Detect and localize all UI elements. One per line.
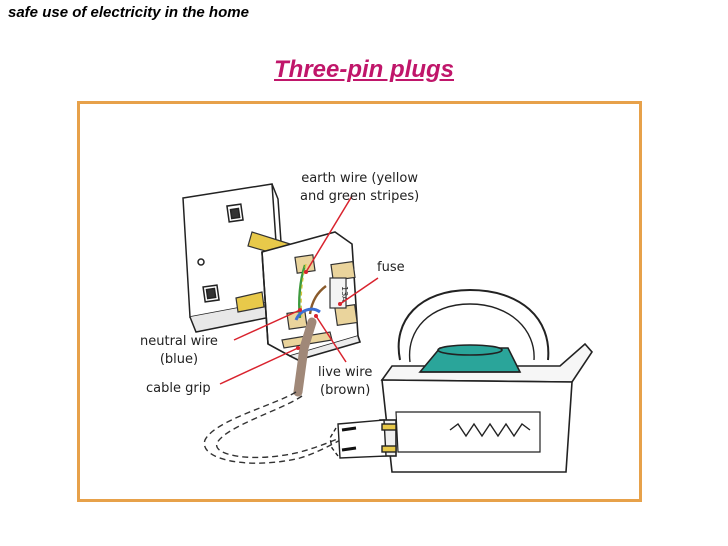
live-pointer — [315, 315, 347, 363]
pointer-lines — [219, 195, 379, 385]
diagram-frame — [77, 101, 642, 502]
neutral-wire-label-line2: (blue) — [159, 352, 199, 367]
internal-wires — [294, 263, 327, 321]
cable-grip-pointer — [219, 347, 299, 385]
neutral-wire-label-line1: neutral wire — [140, 334, 218, 349]
live-wire-label: live wire (brown) — [318, 364, 372, 400]
kettle-connector — [329, 419, 397, 459]
neutral-wire-label: neutral wire (blue) — [140, 333, 218, 369]
earth-wire-label-line1: earth wire (yellow — [301, 171, 418, 186]
fuse-rating: 13A — [340, 286, 349, 302]
cable-grip-label: cable grip — [146, 381, 211, 396]
live-wire-label-line1: live wire — [318, 365, 373, 380]
fuse-pointer — [339, 277, 379, 305]
cable — [203, 317, 359, 464]
fuse-label: fuse — [377, 260, 405, 275]
neutral-pointer — [233, 309, 301, 341]
fuse: 13A — [329, 277, 349, 309]
wall-socket — [182, 183, 288, 333]
page-header: safe use of electricity in the home — [8, 4, 249, 21]
earth-wire-label: earth wire (yellow and green stripes) — [300, 170, 419, 206]
live-wire-label-line2: (brown) — [320, 383, 371, 398]
earth-pointer — [305, 195, 353, 273]
earth-wire-label-line2: and green stripes) — [300, 189, 420, 204]
page-title: Three-pin plugs — [274, 56, 454, 83]
pointer-dots — [296, 270, 342, 350]
kettle — [379, 288, 594, 473]
